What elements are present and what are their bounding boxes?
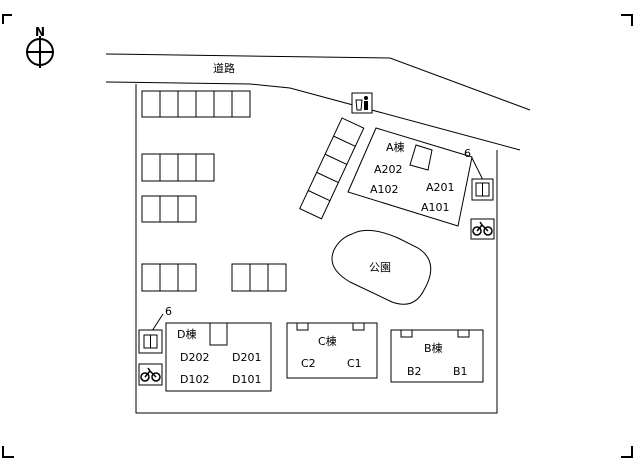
parking-row-4b: [231, 263, 287, 292]
unit-d201: D201: [232, 351, 261, 364]
unit-d202: D202: [180, 351, 209, 364]
park-label: 公園: [369, 261, 391, 274]
building-d-name: D棟: [177, 327, 196, 341]
building-b-name: B棟: [424, 341, 443, 355]
unit-d102: D102: [180, 373, 209, 386]
bicycle-icon: [470, 218, 495, 240]
unit-c2: C2: [301, 357, 316, 370]
parking-row-3: [141, 195, 197, 223]
building-d: D棟 D202 D201 D102 D101: [165, 322, 272, 392]
bike-shelter-d-count: 6: [165, 305, 172, 318]
parking-row-4a: [141, 263, 197, 292]
building-a: A棟 A202 A201 A102 A101: [347, 127, 473, 227]
unit-d101: D101: [232, 373, 261, 386]
road: 道路: [105, 53, 531, 151]
garbage-icon: [351, 92, 373, 114]
compass-icon: N: [26, 25, 54, 68]
parking-row-2: [141, 153, 215, 182]
unit-a201: A201: [426, 181, 455, 194]
unit-b1: B1: [453, 365, 468, 378]
park: 公園: [331, 229, 432, 305]
bicycle-icon: [138, 363, 163, 386]
unit-b2: B2: [407, 365, 422, 378]
unit-a202: A202: [374, 163, 403, 176]
shelter-icon: [471, 178, 494, 201]
building-b: B棟 B2 B1: [390, 329, 484, 383]
corner-marks: [2, 14, 633, 458]
bike-shelter-d: 6: [138, 305, 172, 386]
parking-row-1: [141, 90, 251, 118]
shelter-icon: [138, 329, 163, 354]
bike-shelter-a-count: 6: [464, 147, 471, 160]
unit-a101: A101: [421, 201, 450, 214]
unit-c1: C1: [347, 357, 362, 370]
building-c: C棟 C2 C1: [286, 322, 378, 379]
building-c-name: C棟: [318, 334, 337, 348]
road-label: 道路: [213, 61, 235, 75]
building-a-name: A棟: [386, 140, 405, 154]
site-boundary: [135, 84, 498, 414]
unit-a102: A102: [370, 183, 399, 196]
parking-diagonal: [299, 117, 365, 220]
compass-label: N: [35, 25, 45, 39]
bike-shelter-a: 6: [464, 147, 495, 240]
